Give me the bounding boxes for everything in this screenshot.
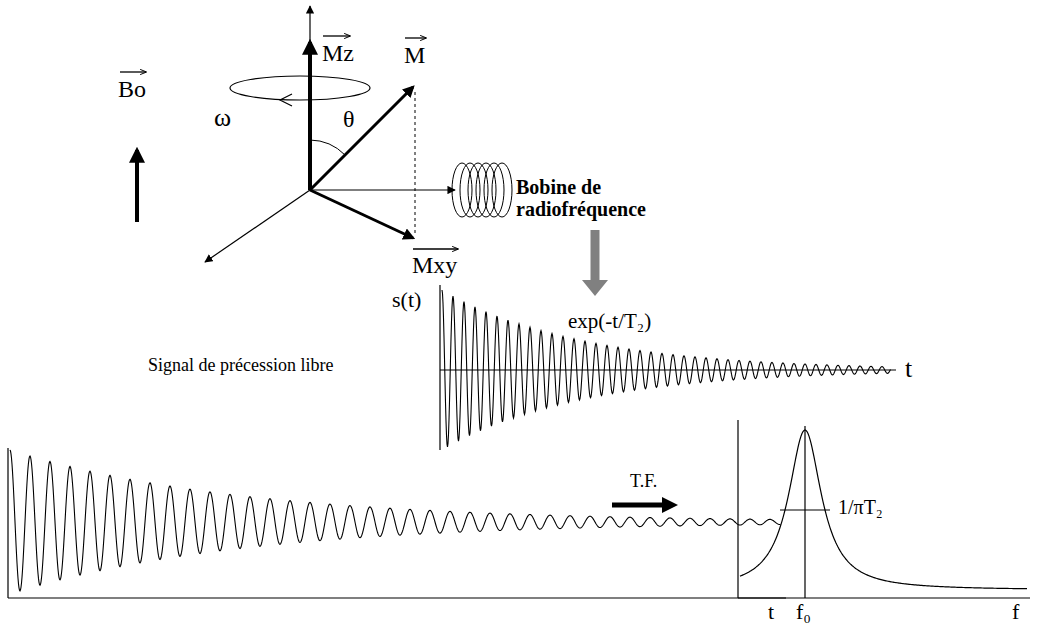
fid-axes bbox=[440, 285, 896, 450]
coil-label: Bobine de radiofréquence bbox=[516, 176, 706, 220]
theta-arc bbox=[310, 140, 345, 155]
fid-axes-2 bbox=[8, 448, 786, 598]
frame-axes bbox=[205, 6, 455, 262]
rf-coil bbox=[452, 163, 512, 217]
axis-label: f bbox=[1012, 600, 1019, 624]
orbit-arrow bbox=[280, 94, 292, 106]
vector-label: Mz bbox=[322, 40, 354, 66]
field-label: Bo bbox=[118, 76, 146, 102]
vector-label: M bbox=[404, 42, 425, 68]
ft-arrow bbox=[662, 497, 678, 513]
field-arrow bbox=[135, 150, 139, 222]
axis-label: t bbox=[768, 600, 774, 624]
lorentzian-peak bbox=[740, 430, 1027, 589]
envelope-label: exp(-t/T₂) bbox=[568, 310, 651, 333]
axis-label: s(t) bbox=[392, 288, 421, 312]
linewidth-label: 1/πT₂ bbox=[838, 496, 883, 518]
transform-label: T.F. bbox=[630, 472, 657, 492]
vector-label: Mxy bbox=[412, 252, 457, 278]
precession-orbit bbox=[230, 76, 370, 100]
grey-arrow bbox=[582, 280, 608, 296]
angle-label: θ bbox=[343, 106, 355, 132]
fid-signal-2 bbox=[10, 450, 781, 591]
mz-vector bbox=[308, 42, 312, 190]
m-vector bbox=[310, 87, 413, 190]
caption-label: Signal de précession libre bbox=[148, 356, 333, 376]
vector-accents bbox=[120, 36, 458, 249]
mxy-vector bbox=[310, 190, 413, 238]
axis-label: t bbox=[905, 355, 912, 384]
angular-frequency: ω bbox=[214, 104, 231, 133]
spectrum-axes bbox=[738, 420, 1030, 598]
fid-signal bbox=[442, 290, 891, 447]
projection-line bbox=[415, 92, 416, 236]
axis-label: f₀ bbox=[796, 600, 811, 624]
